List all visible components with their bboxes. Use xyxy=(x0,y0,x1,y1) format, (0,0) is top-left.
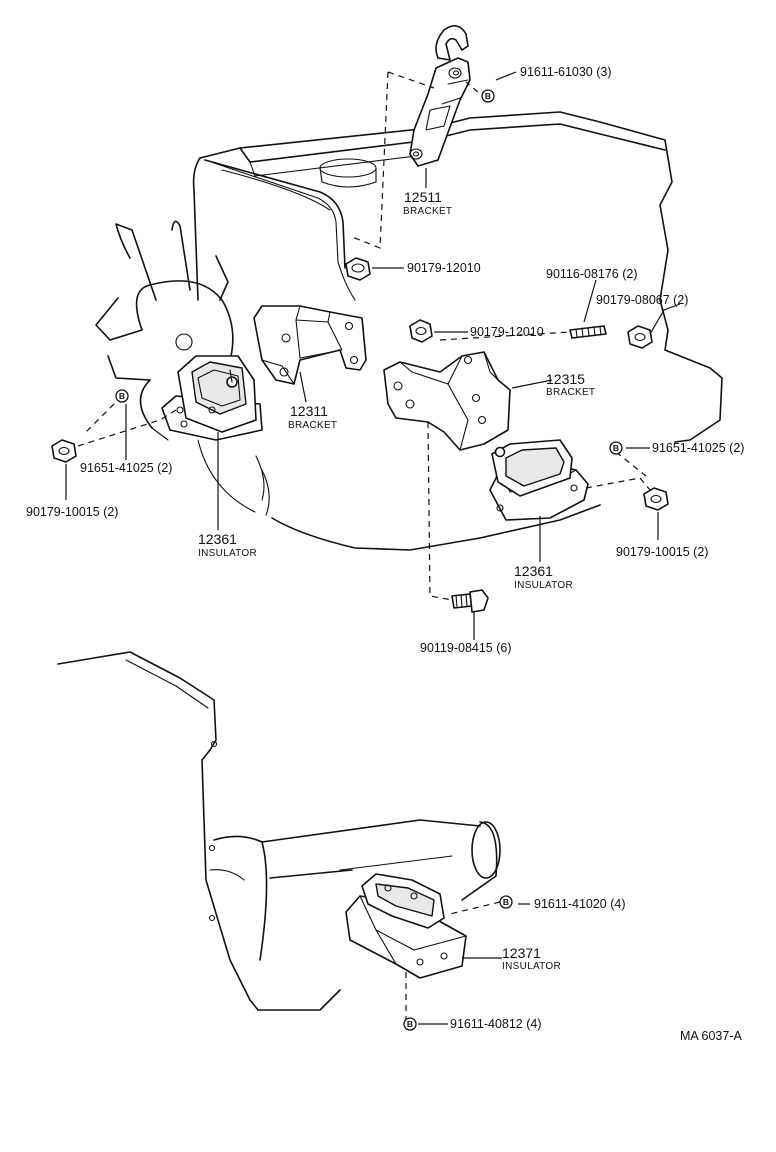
bracket-12315 xyxy=(383,351,511,451)
nut-90179-10015-right xyxy=(643,487,669,511)
bracket-12511 xyxy=(409,25,471,167)
callout-91651-41025-left: 91651-41025 (2) xyxy=(80,461,172,475)
bolt-marker-1: B xyxy=(481,89,495,103)
nut-90179-10015-left xyxy=(51,439,77,463)
callout-91611-61030: 91611-61030 (3) xyxy=(520,65,612,79)
radiator-fan xyxy=(95,220,234,441)
callout-12315-number: 12315 xyxy=(546,371,585,387)
bolt-marker-letter: B xyxy=(407,1019,413,1029)
part-callouts: 91611-61030 (3) 12511 BRACKET 90179-1201… xyxy=(26,65,744,1043)
bolt-marker-letter: B xyxy=(485,91,491,101)
nut-90179-08067 xyxy=(627,325,653,349)
insulator-12371 xyxy=(345,873,467,979)
callout-12361-right-number: 12361 xyxy=(514,563,553,579)
callout-12511-name: BRACKET xyxy=(403,206,452,217)
callout-12361-right-name: INSULATOR xyxy=(514,580,573,591)
fasteners xyxy=(51,257,669,613)
callout-91651-41025-right: 91651-41025 (2) xyxy=(652,441,744,455)
bolt-marker-3: B xyxy=(609,441,623,455)
callout-90119-08415: 90119-08415 (6) xyxy=(420,641,512,655)
nut-90179-12010-middle xyxy=(409,319,433,343)
callout-12311-number: 12311 xyxy=(290,403,328,419)
callout-12311-name: BRACKET xyxy=(288,420,337,431)
callout-12511-number: 12511 xyxy=(404,189,442,205)
bolt-marker-2: B xyxy=(115,389,129,403)
bolt-marker-4: B xyxy=(499,895,513,909)
engine-block-outline xyxy=(192,111,723,551)
stud-90116-08176 xyxy=(569,325,607,339)
bolt-marker-letter: B xyxy=(503,897,509,907)
callout-90179-12010-middle: 90179-12010 xyxy=(470,325,544,339)
callout-90116-08176: 90116-08176 (2) xyxy=(546,267,638,281)
callout-90179-08067: 90179-08067 (2) xyxy=(596,293,688,307)
callout-12371-name: INSULATOR xyxy=(502,961,561,972)
insulator-12361-right xyxy=(489,439,589,521)
callout-90179-12010-upper: 90179-12010 xyxy=(407,261,481,275)
callout-90179-10015-left: 90179-10015 (2) xyxy=(26,505,118,519)
callout-90179-10015-right: 90179-10015 (2) xyxy=(616,545,708,559)
callout-91611-41020: 91611-41020 (4) xyxy=(534,897,626,911)
assembly-dashed-lines xyxy=(77,71,651,1020)
bolt-90119-08415 xyxy=(451,589,489,613)
bolt-marker-letter: B xyxy=(119,391,125,401)
callout-12371-number: 12371 xyxy=(502,945,541,961)
callout-12361-left-number: 12361 xyxy=(198,531,237,547)
callout-12315-name: BRACKET xyxy=(546,387,595,398)
transmission-housing xyxy=(57,651,501,1011)
leader-lines xyxy=(65,71,681,1025)
callout-12361-left-name: INSULATOR xyxy=(198,548,257,559)
callout-91611-40812: 91611-40812 (4) xyxy=(450,1017,542,1031)
nut-90179-12010-upper xyxy=(345,257,371,281)
insulator-12361-left xyxy=(161,355,263,441)
figure-code: MA 6037-A xyxy=(680,1029,743,1043)
bolt-marker-letter: B xyxy=(613,443,619,453)
bolt-marker-5: B xyxy=(403,1017,417,1031)
bracket-12311 xyxy=(253,305,367,385)
